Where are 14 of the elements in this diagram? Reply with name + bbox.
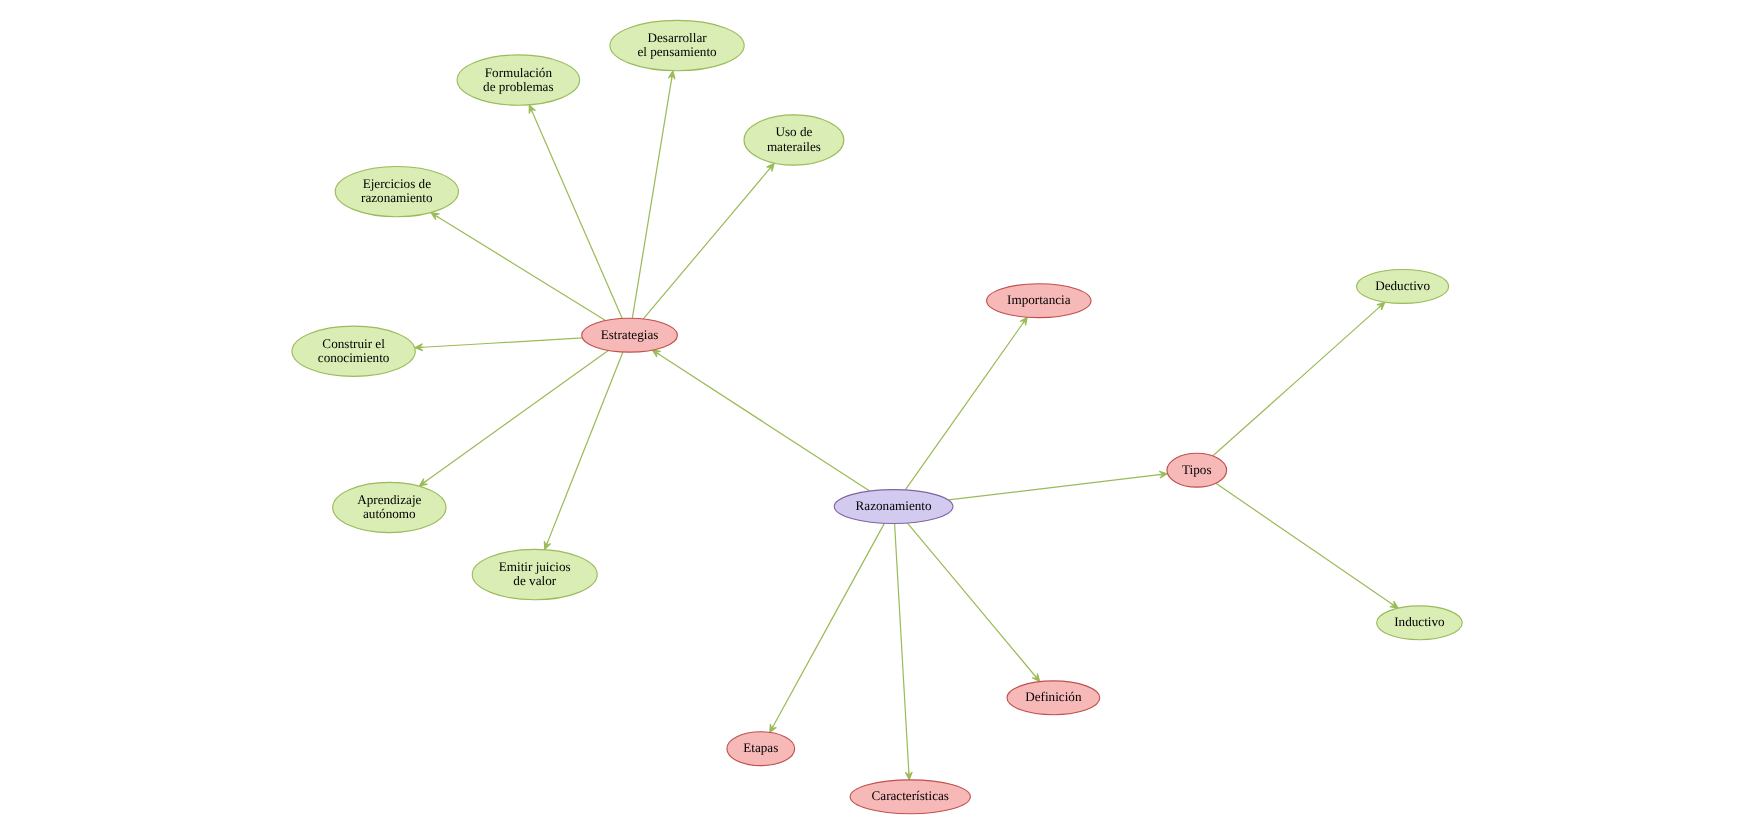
arrow	[1211, 301, 1385, 457]
arrow	[542, 351, 623, 550]
arrow	[946, 470, 1167, 501]
arrow	[527, 104, 622, 320]
arrow	[905, 522, 1040, 682]
arrow	[768, 522, 884, 733]
arrow	[413, 337, 583, 352]
arrow	[1214, 482, 1398, 609]
arrow	[903, 316, 1027, 491]
arrow	[630, 70, 675, 319]
arrow	[641, 162, 774, 320]
arrow	[893, 523, 912, 781]
arrow	[429, 212, 606, 321]
arrow	[417, 349, 608, 487]
